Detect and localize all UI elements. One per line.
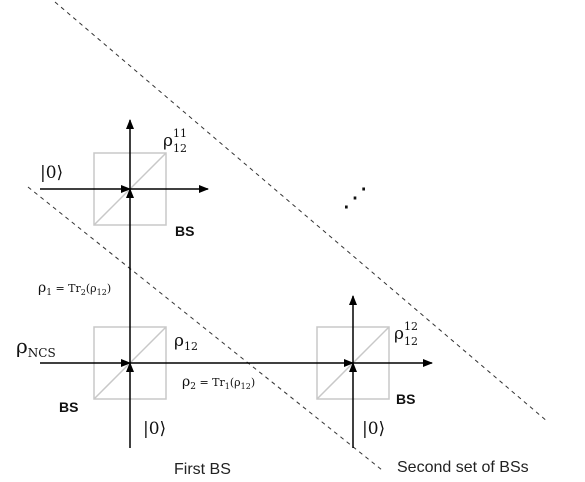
rho12-11-label: ρ 11 12	[163, 122, 192, 155]
rho2-equation: ρ2 = Tr1(ρ12)	[182, 374, 255, 392]
bs-label-first: BS	[59, 399, 78, 415]
rho1-equation: ρ1 = Tr2(ρ12)	[38, 280, 111, 298]
ket0-top: |0⟩	[40, 163, 63, 183]
ket0-right-bs: |0⟩	[362, 419, 385, 439]
dashed-divider-upper	[54, 1, 549, 423]
rho-ncs-label: ρNCS	[16, 334, 56, 360]
dashed-divider-lower	[27, 186, 383, 471]
caption-first-bs: First BS	[174, 461, 231, 478]
rho12-label: ρ12	[174, 331, 198, 353]
ket0-first-bs: |0⟩	[143, 419, 166, 439]
bs-label-right: BS	[396, 391, 415, 407]
bs-label-top: BS	[175, 223, 194, 239]
rho12-12-label: ρ 12 12	[394, 315, 423, 348]
continuation-dots: ⋰	[342, 183, 368, 213]
caption-second-bss: Second set of BSs	[397, 459, 529, 476]
